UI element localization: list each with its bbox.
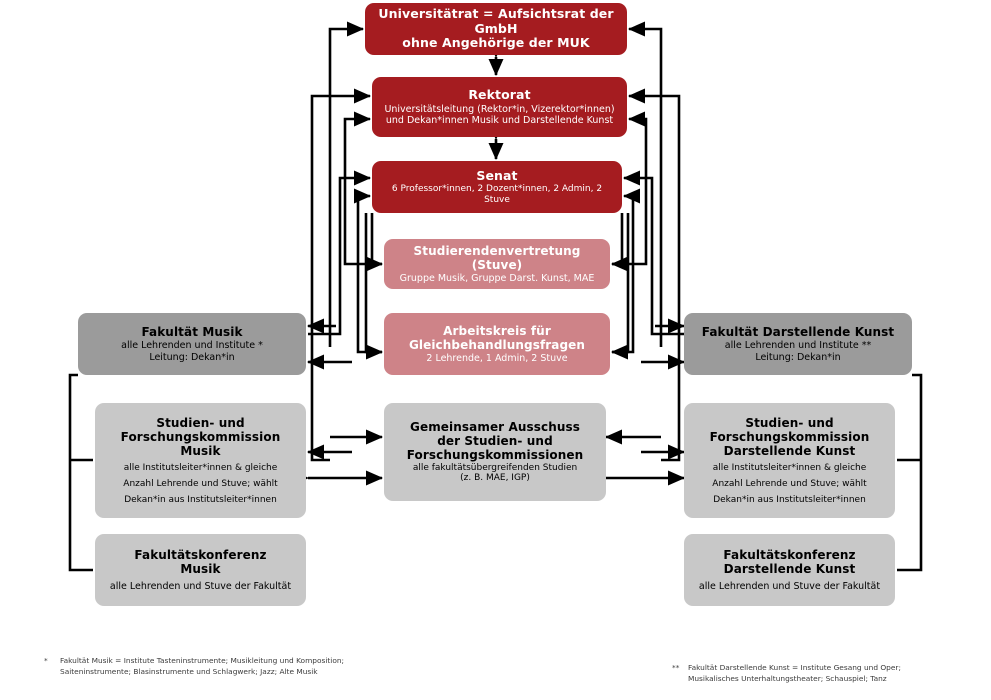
node-senat[interactable]: Senat 6 Professor*innen, 2 Dozent*innen,…: [372, 161, 622, 213]
node-subtitle: Gruppe Musik, Gruppe Darst. Kunst, MAE: [399, 273, 595, 285]
node-subtitle: Universitätsleitung (Rektor*in, Vizerekt…: [384, 103, 615, 115]
node-title: Fakultät Musik: [141, 325, 243, 340]
node-rektorat[interactable]: Rektorat Universitätsleitung (Rektor*in,…: [372, 77, 627, 137]
node-title: Studien- und: [156, 415, 245, 430]
node-title: Universitätrat = Aufsichtsrat der GmbH: [378, 5, 614, 36]
node-title: Senat: [476, 167, 518, 183]
footnote-text: Fakultät Darstellende Kunst = Institute …: [688, 663, 901, 684]
node-subtitle: 2 Lehrende, 1 Admin, 2 Stuve: [426, 352, 568, 364]
node-subtitle-line2: Anzahl Lehrende und Stuve; wählt: [712, 478, 867, 489]
node-fakultaet-musik[interactable]: Fakultät Musik alle Lehrenden und Instit…: [78, 313, 306, 375]
footnote-line1: Fakultät Musik = Institute Tasteninstrum…: [60, 656, 345, 665]
node-title-line3: Musik: [180, 444, 221, 459]
node-title: Studierendenvertretung (Stuve): [413, 243, 581, 272]
footnote-fakultaet-darstellende-kunst: ** Fakultät Darstellende Kunst = Institu…: [672, 663, 982, 684]
node-subtitle-line2: und Dekan*innen Musik und Darstellende K…: [385, 114, 614, 126]
node-title-line2: Forschungskommission: [709, 430, 870, 444]
node-subtitle: alle Lehrenden und Stuve der Fakultät: [109, 580, 292, 592]
footnote-line2: Musikalisches Unterhaltungstheater; Scha…: [688, 673, 887, 683]
node-title-line3: Forschungskommissionen: [406, 448, 584, 463]
footnote-fakultaet-musik: * Fakultät Musik = Institute Tasteninstr…: [44, 656, 424, 677]
node-title-line2: Darstellende Kunst: [723, 562, 856, 577]
node-title: Rektorat: [468, 86, 531, 102]
node-title: Fakultät Darstellende Kunst: [701, 325, 895, 340]
node-subtitle-line2: Leitung: Dekan*in: [755, 351, 841, 363]
node-studien-forschungskommission-musik[interactable]: Studien- und Forschungskommission Musik …: [95, 403, 306, 518]
node-title: Arbeitskreis für: [443, 324, 551, 339]
node-subtitle: 6 Professor*innen, 2 Dozent*innen, 2 Adm…: [391, 184, 603, 205]
node-title-line3: Darstellende Kunst: [723, 444, 856, 459]
node-subtitle: alle Lehrenden und Institute **: [724, 340, 872, 352]
footnote-line1: Fakultät Darstellende Kunst = Institute …: [688, 663, 901, 672]
node-subtitle-line2: Anzahl Lehrende und Stuve; wählt: [123, 478, 278, 489]
footnote-line2: Saiteninstrumente; Blasinstrumente und S…: [60, 666, 318, 676]
node-title: Fakultätskonferenz: [134, 548, 267, 563]
node-fakultaetskonferenz-darstellende-kunst[interactable]: Fakultätskonferenz Darstellende Kunst al…: [684, 534, 895, 606]
node-fakultaetskonferenz-musik[interactable]: Fakultätskonferenz Musik alle Lehrenden …: [95, 534, 306, 606]
node-studien-forschungskommission-darstellende-kunst[interactable]: Studien- und Forschungskommission Darste…: [684, 403, 895, 518]
node-subtitle: alle Institutsleiter*innen & gleiche: [123, 463, 278, 474]
node-title-line2: der Studien- und: [437, 434, 553, 449]
footnote-marker: **: [672, 663, 680, 672]
node-title-line2: Musik: [180, 562, 221, 577]
node-title: Fakultätskonferenz: [723, 548, 856, 563]
node-universitaetsrat[interactable]: Universitätrat = Aufsichtsrat der GmbH o…: [365, 3, 627, 55]
node-studierendenvertretung[interactable]: Studierendenvertretung (Stuve) Gruppe Mu…: [384, 239, 610, 289]
node-subtitle-line3: Dekan*in aus Institutsleiter*innen: [124, 494, 277, 505]
node-title: Studien- und: [745, 415, 834, 430]
node-title-line2: Gleichbehandlungsfragen: [408, 338, 586, 353]
node-title-line2: ohne Angehörige der MUK: [402, 35, 590, 51]
node-subtitle-line2: Leitung: Dekan*in: [149, 351, 235, 363]
node-subtitle-line3: Dekan*in aus Institutsleiter*innen: [713, 494, 866, 505]
node-title: Gemeinsamer Ausschuss: [410, 420, 580, 435]
node-subtitle-line2: (z. B. MAE, IGP): [460, 473, 530, 484]
footnote-text: Fakultät Musik = Institute Tasteninstrum…: [60, 656, 344, 677]
node-title-line2: Forschungskommission: [120, 430, 281, 444]
footnote-marker: *: [44, 656, 48, 665]
node-gemeinsamer-ausschuss[interactable]: Gemeinsamer Ausschuss der Studien- und F…: [384, 403, 606, 501]
node-subtitle: alle Lehrenden und Institute *: [121, 340, 263, 352]
node-subtitle: alle Lehrenden und Stuve der Fakultät: [698, 580, 881, 592]
node-subtitle: alle Institutsleiter*innen & gleiche: [712, 463, 867, 474]
node-fakultaet-darstellende-kunst[interactable]: Fakultät Darstellende Kunst alle Lehrend…: [684, 313, 912, 375]
node-subtitle: alle fakultätsübergreifenden Studien: [412, 462, 578, 473]
node-arbeitskreis-gleichbehandlung[interactable]: Arbeitskreis für Gleichbehandlungsfragen…: [384, 313, 610, 375]
